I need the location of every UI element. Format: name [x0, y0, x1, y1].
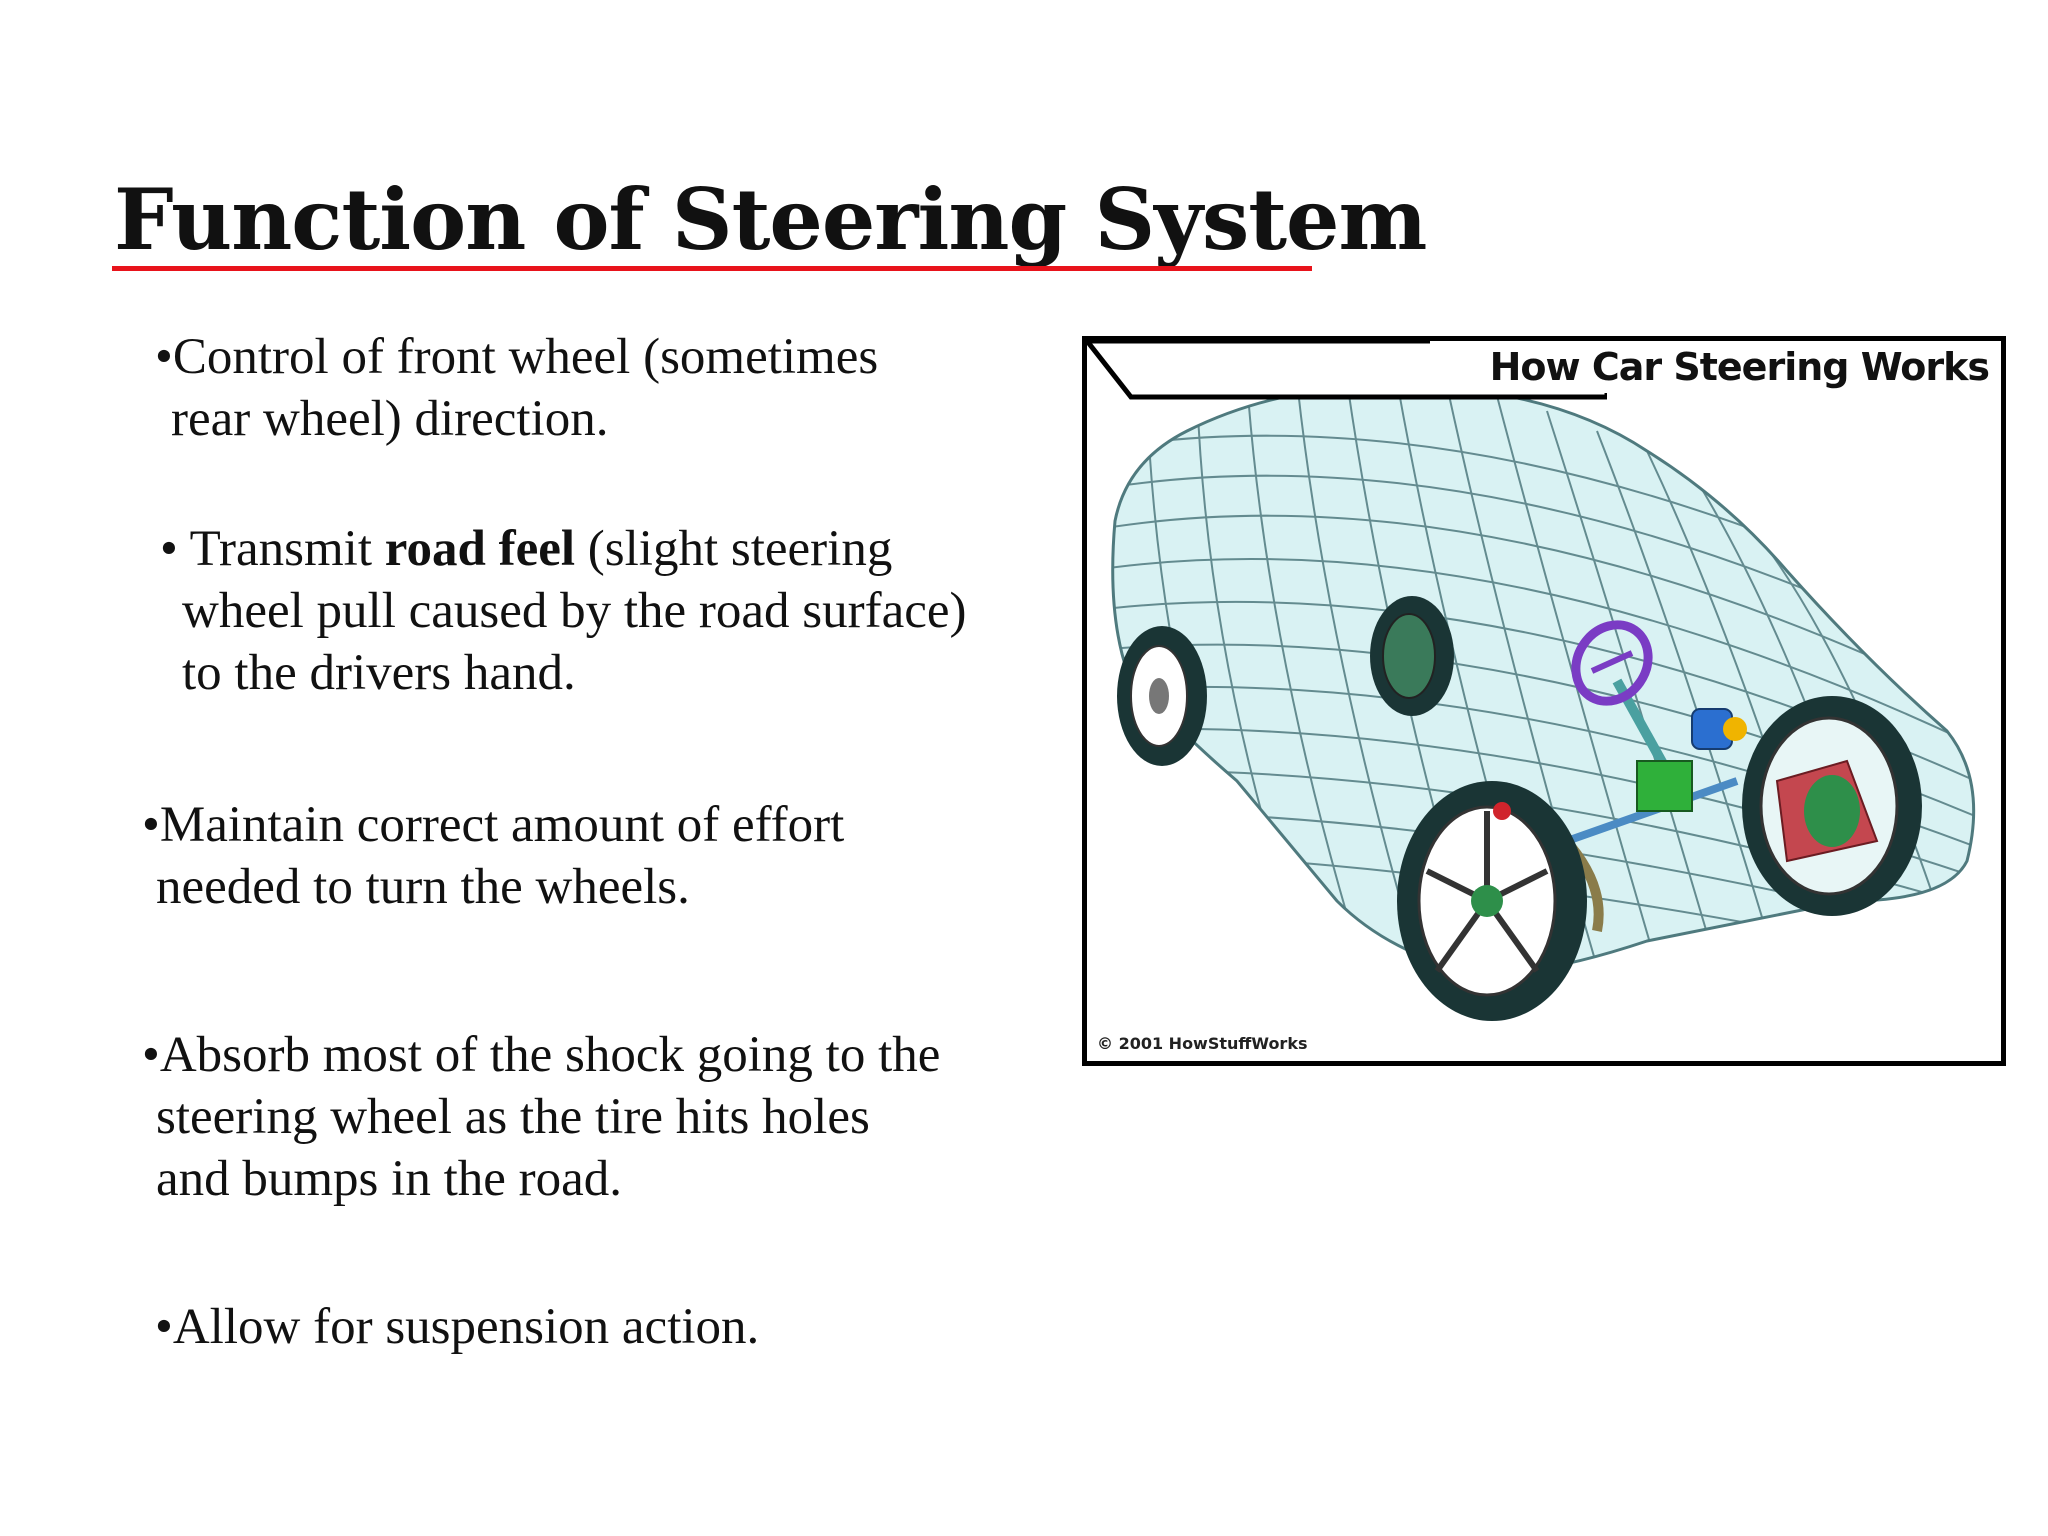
figure-title: How Car Steering Works: [1429, 341, 2001, 393]
rear-wheel-right: [1370, 596, 1454, 716]
bullet-text: (slight steering: [575, 521, 893, 577]
rear-wheel-left: [1117, 626, 1207, 766]
bullet-line: •Allow for suspension action.: [155, 1299, 760, 1355]
bullet-text: • Transmit: [160, 521, 385, 577]
bullet-suspension: •Allow for suspension action.: [155, 1296, 1055, 1358]
steering-wheel: [1571, 620, 1653, 706]
bullet-road-feel: • Transmit road feel (slight steering wh…: [160, 518, 1060, 704]
bullet-line: needed to turn the wheels.: [156, 859, 690, 915]
front-wheel-right: [1742, 696, 1922, 916]
steering-diagram: How Car Steering Works © 2001 HowStuffWo…: [1082, 336, 2006, 1066]
bullet-line: to the drivers hand.: [182, 645, 576, 701]
bullet-line: steering wheel as the tire hits holes: [156, 1089, 870, 1145]
figure-credit: © 2001 HowStuffWorks: [1097, 1034, 1308, 1053]
steering-mechanism: [1553, 678, 1747, 932]
bullet-line: wheel pull caused by the road surface): [182, 583, 967, 639]
title-underline: [112, 266, 1312, 271]
bullet-control: •Control of front wheel (sometimes rear …: [155, 326, 1055, 450]
bullet-absorb-shock: •Absorb most of the shock going to the s…: [142, 1024, 1042, 1210]
bullet-line: and bumps in the road.: [156, 1151, 622, 1207]
car-illustration: [1111, 384, 1976, 1021]
bullet-effort: •Maintain correct amount of effort neede…: [142, 794, 1042, 918]
front-wheel-left: [1397, 781, 1587, 1021]
bullet-line: • Transmit road feel (slight steering: [160, 518, 1060, 580]
bullet-line: •Absorb most of the shock going to the: [142, 1027, 941, 1083]
bullet-line: rear wheel) direction.: [171, 391, 609, 447]
bullet-line: •Maintain correct amount of effort: [142, 797, 845, 853]
slide-title: Function of Steering System: [114, 170, 1427, 269]
bullet-line: •Control of front wheel (sometimes: [155, 329, 879, 385]
bullet-emphasis: road feel: [384, 521, 576, 577]
